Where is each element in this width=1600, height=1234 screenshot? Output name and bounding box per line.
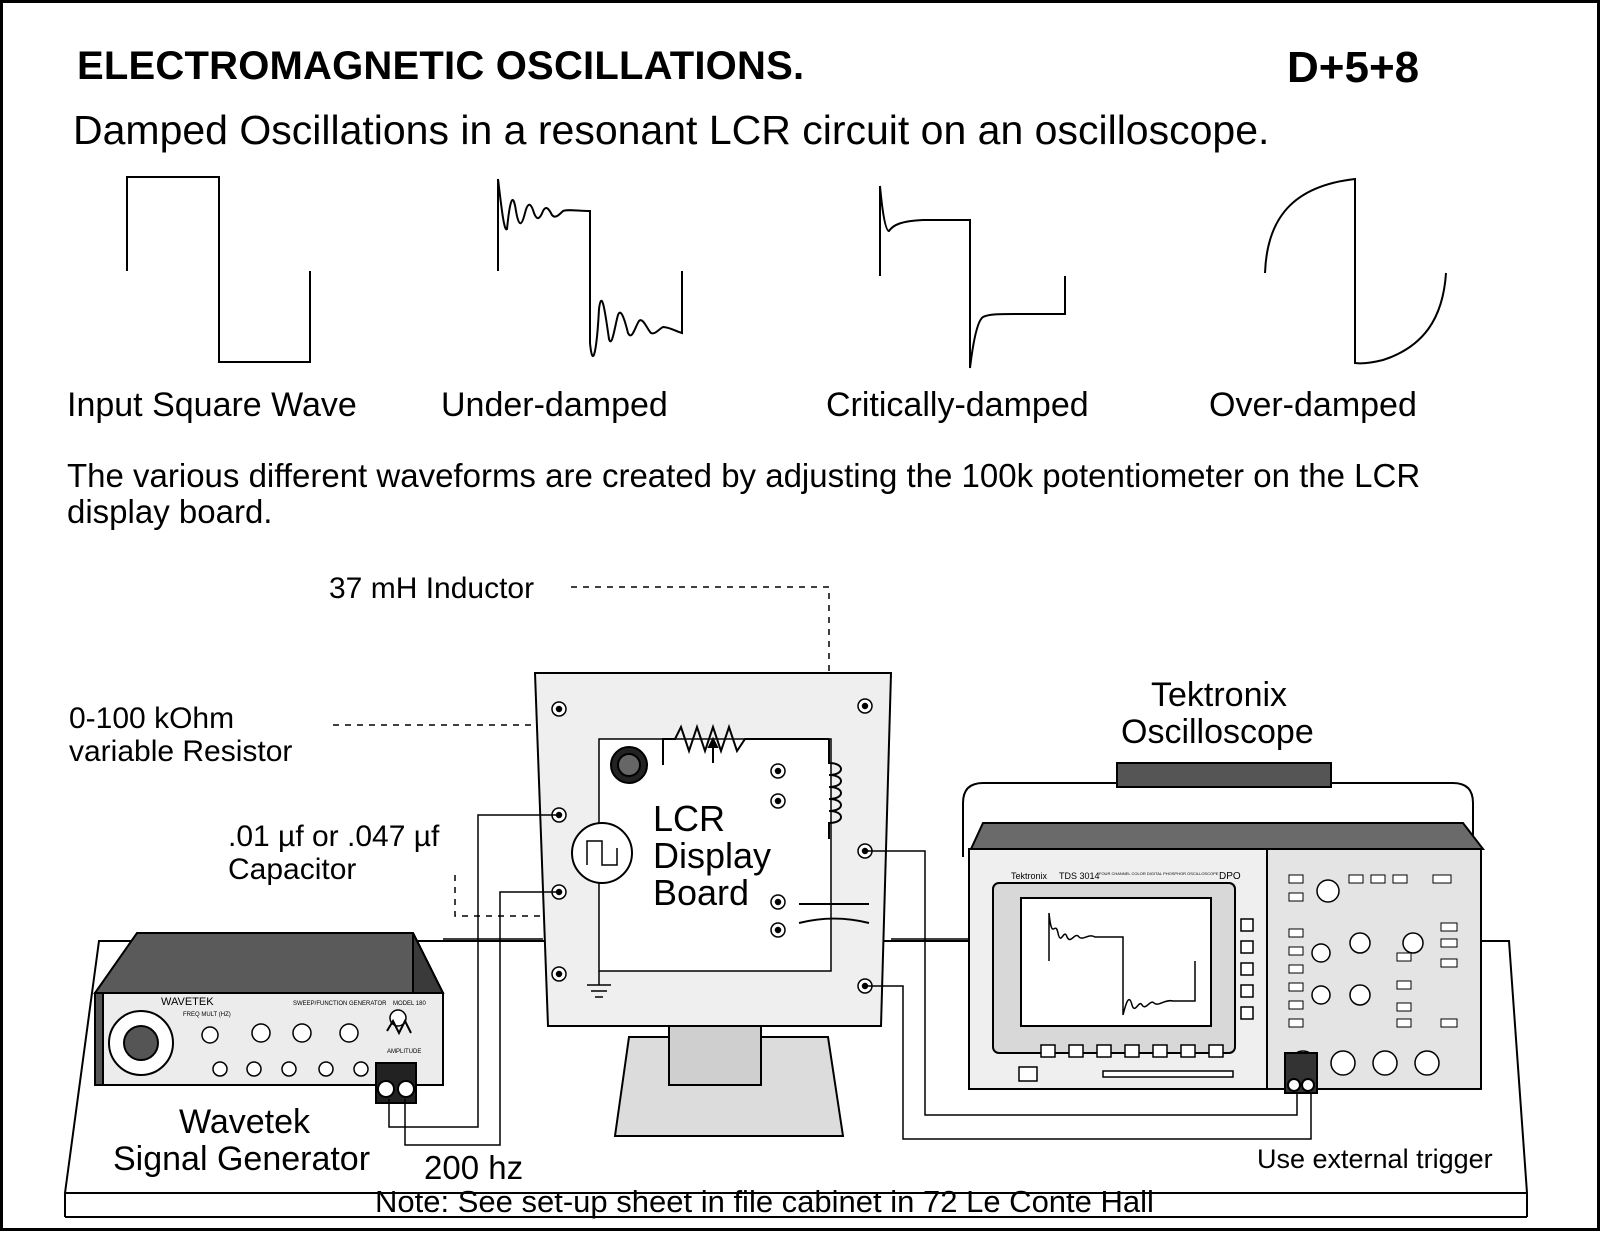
scope-brand-text: Tektronix [1011,871,1048,881]
cable-board-to-scope-2 [865,985,1312,1140]
wavetek-brand-text: WAVETEK [161,996,214,1008]
scope-dpo-text: DPO [1219,871,1241,882]
cable-gen-to-board-1 [388,814,559,1128]
waveform-label-overdamped: Over-damped [1209,386,1417,424]
lcr-board [533,672,893,1027]
cable-gen-to-board-2 [404,891,559,1146]
capacitor-label-line2: Capacitor [228,853,357,886]
tektronix-oscilloscope [962,762,1486,1094]
oscilloscope-label-line2: Oscilloscope [1121,713,1314,751]
subtitle: Damped Oscillations in a resonant LCR ci… [73,107,1270,153]
inductor-label: 37 mH Inductor [329,572,535,605]
wavetek-freq-text: FREQ MULT (HZ) [183,1012,231,1018]
wavetek-type-text: SWEEP/FUNCTION GENERATOR [293,1001,387,1007]
setup-illustration: WAVETEK SWEEP/FUNCTION GENERATOR MODEL 1… [63,176,1529,1218]
waveform-label-square: Input Square Wave [67,386,357,424]
overdamped-wave-icon [1264,177,1447,365]
trigger-note: Use external trigger [1257,1144,1493,1174]
resistor-symbol-icon [662,723,829,765]
generator-label-line2: Signal Generator [113,1140,371,1178]
lcr-board-label-line2: Display [653,835,772,876]
inductor-coil-icon [828,739,842,839]
capacitor-symbol-icon [798,903,870,924]
resistor-label-line1: 0-100 kOhm [69,702,235,735]
cable-board-to-scope-1 [865,850,1298,1116]
waveform-label-underdamped: Under-damped [441,386,668,424]
underdamped-wave-icon [497,178,683,358]
waveform-label-critically-damped: Critically-damped [826,386,1089,424]
scope-model-text: TDS 3014 [1059,871,1100,881]
oscilloscope-label-line1: Tektronix [1151,676,1288,714]
wavetek-generator [93,932,445,1104]
ground-symbol-icon [587,971,611,998]
capacitor-label-line1: .01 µf or .047 µf [228,820,440,853]
critically-damped-wave-icon [879,185,1066,369]
wavetek-amplitude-text: AMPLITUDE [387,1049,421,1055]
frequency-label: 200 hz [424,1149,524,1186]
scope-desc-text: FOUR CHANNEL COLOR DIGITAL PHOSPHOR OSCI… [1099,871,1219,876]
scope-trace-underdamped [1048,912,1196,1016]
page-title: ELECTROMAGNETIC OSCILLATIONS. [77,44,805,88]
square-wave-icon [126,176,311,363]
experiment-code: D+5+8 [1287,43,1420,92]
lcr-board-label-line1: LCR [653,798,726,839]
resistor-label-line2: variable Resistor [69,735,293,768]
wavetek-model-text: MODEL 180 [393,1001,426,1007]
footer-note: Note: See set-up sheet in file cabinet i… [375,1184,1154,1219]
generator-label-line1: Wavetek [179,1103,311,1141]
scope-screen [1020,897,1212,1027]
lcr-board-label-line3: Board [653,872,750,913]
description: The various different waveforms are crea… [67,457,1421,530]
